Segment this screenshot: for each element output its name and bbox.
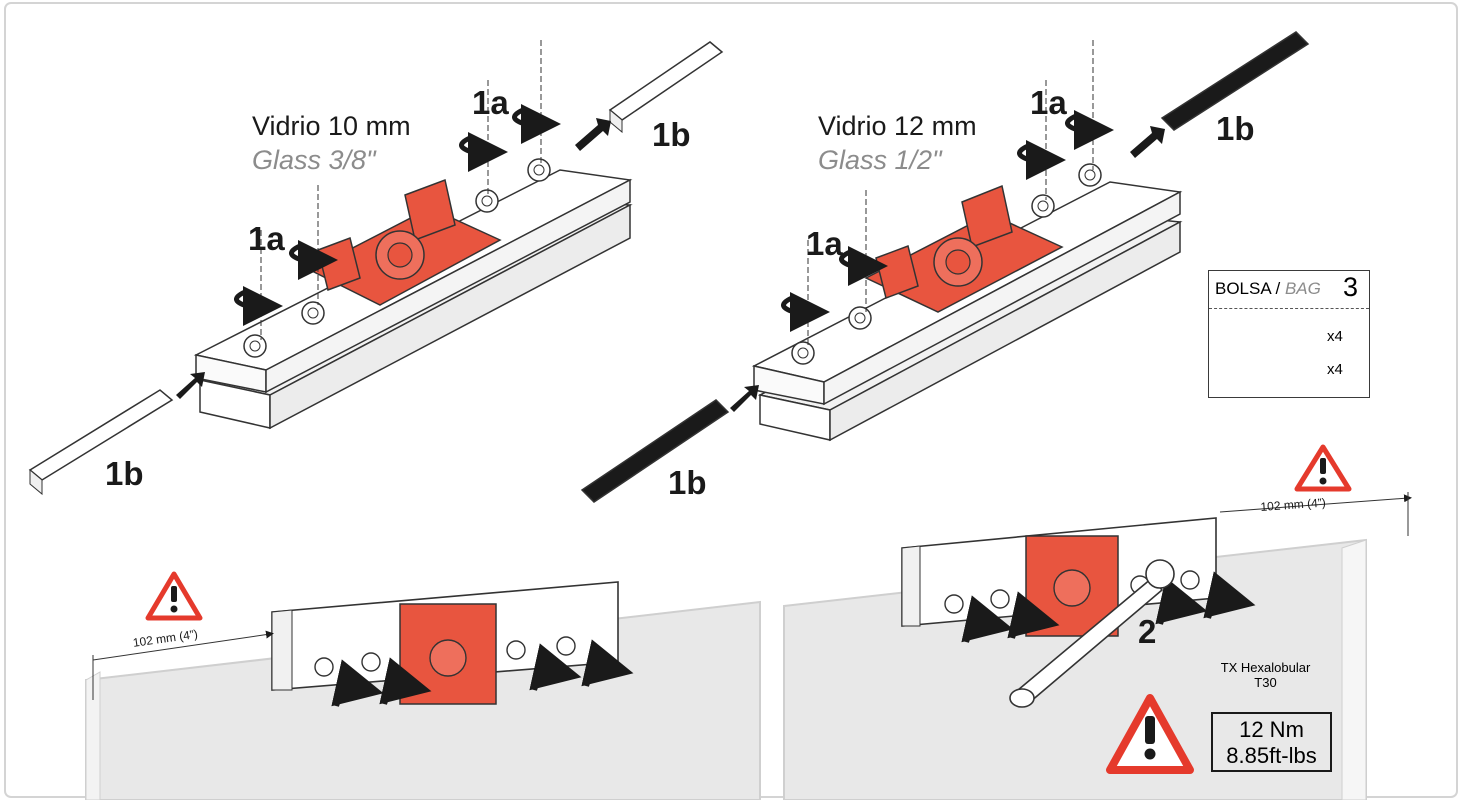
clamp-installed-right: [901, 492, 1412, 708]
ratchet-wrench-icon: [1009, 559, 1175, 708]
right-step-1b-bottom: 1b: [668, 464, 707, 501]
bag-header: BOLSA / BAG 3: [1209, 271, 1369, 309]
right-step-1b-top: 1b: [1216, 110, 1255, 147]
torque-imperial: 8.85ft-lbs: [1226, 743, 1317, 768]
bag-label: BOLSA / BAG: [1215, 279, 1321, 298]
tool-spec: TX Hexalobular T30: [1198, 660, 1333, 690]
bag-contents-box: BOLSA / BAG 3 x4 x4: [1208, 270, 1370, 398]
clamp-installed-left: [92, 581, 634, 707]
left-step-1b-bottom: 1b: [105, 455, 144, 492]
bag-item-qty-white: x4: [1327, 328, 1343, 345]
clamp-12mm-exploded: [580, 31, 1310, 503]
clamp-10mm-exploded: [28, 40, 724, 496]
left-step-1b-top: 1b: [652, 116, 691, 153]
left-step-1a-mid: 1a: [248, 220, 285, 257]
right-panel-title: Vidrio 12 mm: [818, 111, 977, 141]
step-2-tighten: 2: [1138, 613, 1157, 650]
bag-number: 3: [1343, 272, 1359, 302]
tool-size: T30: [1254, 675, 1277, 690]
warning-icon-torque: [1106, 694, 1194, 774]
left-step-1a-top: 1a: [472, 84, 509, 121]
right-step-1a-mid: 1a: [806, 225, 843, 262]
torque-metric: 12 Nm: [1239, 717, 1304, 742]
warning-icon-right: [1294, 444, 1352, 492]
right-step-1a-top: 1a: [1030, 84, 1067, 121]
right-panel-subtitle: Glass 1/2": [818, 145, 942, 175]
left-panel-title: Vidrio 10 mm: [252, 111, 411, 141]
warning-icon-left: [145, 571, 203, 621]
left-panel-subtitle: Glass 3/8": [252, 145, 376, 175]
torque-box: 12 Nm 8.85ft-lbs: [1211, 712, 1332, 772]
bag-item-qty-black: x4: [1327, 361, 1343, 378]
tool-name: TX Hexalobular: [1220, 660, 1311, 675]
